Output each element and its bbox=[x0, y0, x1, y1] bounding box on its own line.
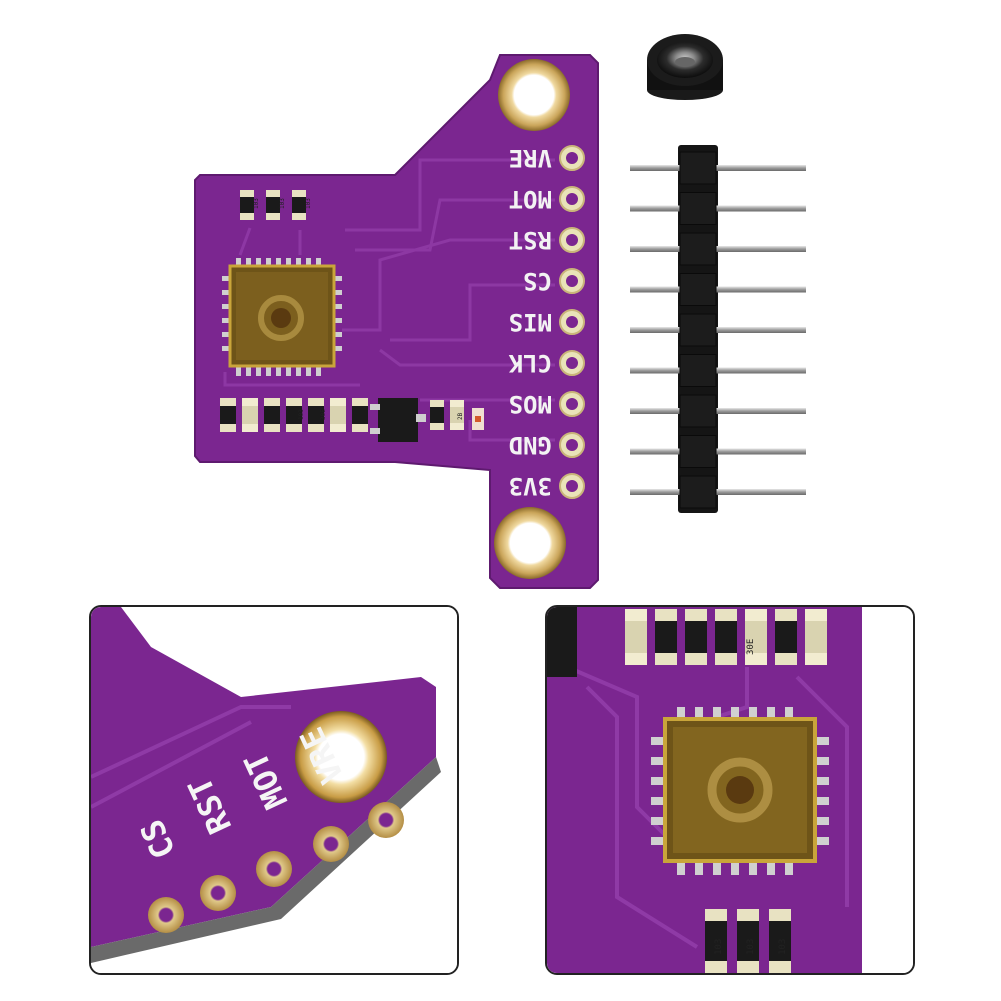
pin-pad-hole bbox=[566, 234, 578, 246]
header-pin-housing bbox=[679, 151, 717, 185]
header-pin bbox=[630, 165, 806, 171]
header-pin bbox=[630, 408, 806, 414]
header-pin bbox=[630, 327, 806, 333]
pin-label: MIS bbox=[509, 308, 552, 336]
header-pin-housing bbox=[679, 273, 717, 306]
header-pin bbox=[630, 286, 806, 293]
zoom-sensor-chip bbox=[651, 707, 829, 875]
zoom-smd-bottom bbox=[705, 909, 791, 973]
header-pin-strip bbox=[630, 145, 806, 513]
pcb-board bbox=[194, 54, 599, 589]
pin-pad-hole bbox=[566, 275, 578, 287]
header-pin-housing bbox=[679, 475, 717, 509]
header-pin-housing bbox=[679, 232, 717, 266]
pin-pads bbox=[559, 145, 585, 499]
component-code: 103 bbox=[253, 198, 260, 209]
mounting-hole bbox=[494, 507, 566, 579]
header-pin bbox=[630, 489, 806, 495]
zoom-component-code: 30E bbox=[746, 639, 756, 655]
header-pin bbox=[630, 205, 806, 212]
smd-components-bottom bbox=[220, 398, 484, 442]
zoom-component-code: 103 bbox=[746, 939, 756, 955]
component-code-labels: 103 103 103 103 30E 2B bbox=[253, 198, 464, 420]
pin-labels: VRE MOT RST CS MIS CLK MOS GND 3V3 bbox=[508, 144, 552, 500]
pin-label: CS bbox=[523, 267, 552, 295]
zoom-component-code: 103 bbox=[778, 939, 788, 955]
pin-label: MOT bbox=[509, 185, 552, 213]
component-code: 103 bbox=[305, 198, 312, 209]
zoom-component-code: 103 bbox=[714, 939, 724, 955]
header-pin-housing bbox=[679, 354, 717, 387]
pin-pad-hole bbox=[566, 439, 578, 451]
component-code: 30E bbox=[320, 409, 327, 420]
component-code: 103 bbox=[298, 409, 305, 420]
pin-label: MOS bbox=[509, 390, 552, 418]
smd-resistors-top bbox=[240, 190, 306, 220]
header-pin-housing bbox=[679, 313, 717, 347]
pin-pad-hole bbox=[566, 193, 578, 205]
mounting-hole bbox=[498, 59, 570, 131]
pin-pad-hole bbox=[566, 480, 578, 492]
pin-label: CLK bbox=[508, 349, 552, 377]
pin-pad-hole bbox=[566, 398, 578, 410]
header-pin-housing bbox=[679, 394, 717, 428]
header-pin bbox=[630, 367, 806, 374]
optical-sensor-chip bbox=[222, 258, 342, 376]
pin-pad-hole bbox=[566, 357, 578, 369]
lens-cap bbox=[647, 34, 723, 100]
zoom-inset-pins: VRE MOT RST CS bbox=[89, 605, 459, 975]
header-pin-housing bbox=[679, 192, 717, 225]
component-code: 103 bbox=[279, 198, 286, 209]
pin-pad-hole bbox=[566, 316, 578, 328]
zoom-smd-row bbox=[625, 609, 827, 665]
mounting-hole-zoom bbox=[295, 711, 387, 803]
pin-label: VRE bbox=[509, 144, 552, 172]
pin-label: GND bbox=[509, 431, 552, 459]
pin-pad-hole bbox=[566, 152, 578, 164]
zoom-inset-sensor: 30E 103 103 103 bbox=[545, 605, 915, 975]
header-pin bbox=[630, 448, 806, 455]
component-code: 2B bbox=[457, 412, 464, 420]
pin-label: RST bbox=[509, 226, 552, 254]
header-pin bbox=[630, 246, 806, 252]
header-pin-housing bbox=[679, 435, 717, 468]
pin-label: 3V3 bbox=[509, 472, 552, 500]
product-photo: VRE MOT RST CS MIS CLK MOS GND 3V3 bbox=[194, 34, 806, 589]
